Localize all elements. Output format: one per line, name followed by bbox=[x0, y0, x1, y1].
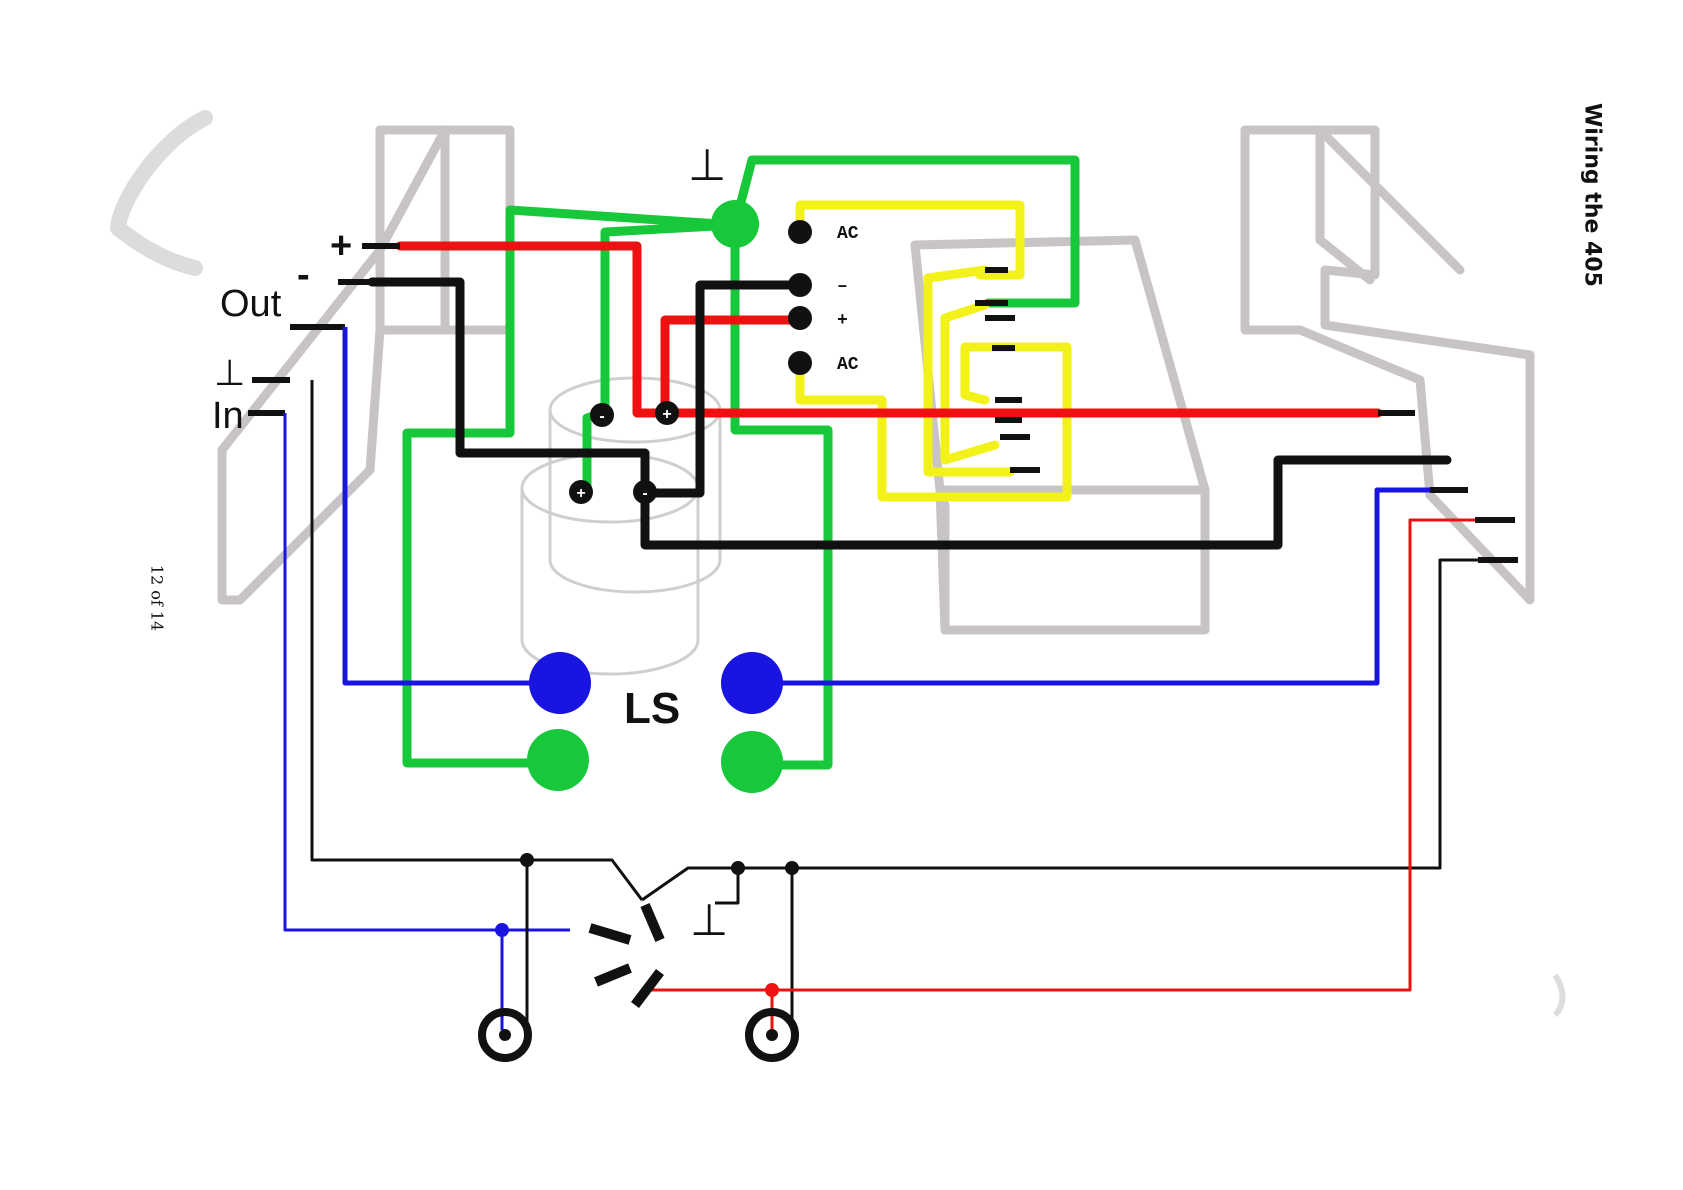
label-bridge-plus: + bbox=[837, 311, 848, 331]
chassis-left-bracket bbox=[217, 125, 515, 605]
ghost-capacitors bbox=[520, 376, 722, 676]
thin-wire-in bbox=[283, 413, 570, 932]
chassis-right-inner bbox=[1315, 125, 1465, 285]
thin-wire-switch-ground bbox=[715, 868, 740, 905]
chassis-right-bracket bbox=[1240, 125, 1535, 605]
label-bridge-minus: – bbox=[837, 277, 848, 297]
cap-back-plus bbox=[655, 401, 679, 425]
dc-plus-bridge-wire bbox=[660, 315, 805, 418]
switch-blade-1 bbox=[640, 903, 665, 942]
label-plus-out: + bbox=[330, 225, 352, 267]
label-bridge-ac-bottom: AC bbox=[837, 355, 859, 375]
ac-wire-secondary-inner bbox=[940, 300, 1000, 465]
junction-jack2 bbox=[785, 861, 799, 875]
rca-jack-out-pin bbox=[766, 1029, 778, 1041]
ground-hub bbox=[711, 200, 759, 248]
transformer-taps bbox=[975, 267, 1040, 473]
switch-blade-3 bbox=[594, 963, 632, 987]
chassis-transformer-front bbox=[935, 485, 1210, 635]
speaker-wire-right bbox=[752, 487, 1430, 686]
label-out: Out bbox=[220, 283, 282, 325]
signal-wires bbox=[283, 380, 1478, 1030]
dc-positive-wires bbox=[395, 241, 1383, 418]
label-bridge-ac-top: AC bbox=[837, 224, 859, 244]
bridge-terminal-plus bbox=[788, 306, 812, 330]
cap-back-minus-label: - bbox=[599, 408, 604, 425]
label-minus-out: - bbox=[297, 254, 310, 296]
label-ground-switch: ⊥ bbox=[690, 896, 728, 945]
cap-back-minus bbox=[590, 403, 614, 427]
dc-minus-rail bbox=[640, 455, 1452, 550]
cap-back-plus-label: + bbox=[662, 406, 671, 423]
cap-front-minus-label: - bbox=[642, 485, 647, 502]
thin-wire-switch-out bbox=[641, 558, 1478, 902]
left-terminal-stubs bbox=[248, 243, 400, 416]
switch-blade-4 bbox=[631, 968, 664, 1009]
ls-left-green bbox=[527, 729, 589, 791]
junction-ground-thin bbox=[520, 853, 534, 867]
label-ground-hub: ⊥ bbox=[688, 141, 726, 190]
ls-right-green bbox=[721, 731, 783, 793]
page-title-text: Wiring the 405 bbox=[1579, 103, 1605, 287]
ground-wire-loop-top bbox=[730, 155, 1080, 308]
dc-negative-wires bbox=[367, 277, 1452, 550]
rca-jack-out bbox=[745, 1008, 799, 1062]
ghost-cap-front-top bbox=[520, 452, 700, 524]
right-terminal-stubs bbox=[1378, 410, 1518, 563]
label-ground-in: ⊥ bbox=[214, 352, 245, 393]
bridge-rectifier bbox=[788, 220, 812, 375]
junction-in-blue bbox=[495, 923, 509, 937]
thin-wire-red bbox=[650, 518, 1475, 992]
ghost-cap-front-body bbox=[520, 488, 700, 676]
rca-jack-in-pin bbox=[499, 1029, 511, 1041]
dc-minus-bridge-wire bbox=[640, 280, 805, 498]
selector-switch bbox=[588, 903, 665, 1009]
chassis-left-arc bbox=[110, 110, 213, 276]
ac-wire-secondary-outer bbox=[923, 265, 1015, 477]
ground-wire-cap bbox=[600, 220, 740, 417]
ghost-cap-back-body bbox=[548, 410, 722, 594]
junction-dots bbox=[495, 200, 799, 997]
rca-jack-in bbox=[478, 1008, 532, 1062]
diagram-labels: + - Out ⊥ In ⊥ ⊥ LS AC – + AC bbox=[212, 141, 859, 945]
cap-front-minus bbox=[633, 480, 657, 504]
chassis-left-inner bbox=[375, 125, 450, 335]
rca-jacks bbox=[478, 1008, 799, 1062]
chassis-background-sketch bbox=[110, 110, 1535, 635]
ac-wire-top bbox=[795, 200, 1025, 280]
bridge-terminal-minus bbox=[788, 273, 812, 297]
label-ls: LS bbox=[624, 684, 680, 733]
switch-blade-2 bbox=[588, 923, 632, 945]
faint-edge-mark bbox=[1552, 973, 1566, 1018]
thin-wire-ground bbox=[310, 380, 644, 901]
bridge-terminal-ac-bottom bbox=[788, 351, 812, 375]
junction-red bbox=[765, 983, 779, 997]
page-number-text: 12 of 14 bbox=[147, 564, 167, 632]
ls-right-blue bbox=[721, 652, 783, 714]
speaker-wires bbox=[342, 327, 1430, 686]
ac-wire-bottom bbox=[795, 342, 1072, 502]
junction-switch-ground bbox=[731, 861, 745, 875]
ac-wires bbox=[795, 200, 1072, 502]
ground-wire-right bbox=[730, 220, 833, 770]
cap-front-plus bbox=[569, 480, 593, 504]
label-in: In bbox=[212, 395, 244, 437]
capacitor-terminals: - + + - bbox=[569, 401, 679, 504]
loudspeaker-terminals bbox=[527, 652, 783, 793]
dc-plus-out-wire bbox=[395, 241, 673, 418]
bridge-terminal-ac-top bbox=[788, 220, 812, 244]
ls-left-blue bbox=[529, 652, 591, 714]
speaker-wire-left bbox=[342, 327, 560, 686]
dc-minus-out-wire bbox=[367, 277, 650, 498]
cap-front-plus-label: + bbox=[576, 485, 585, 502]
